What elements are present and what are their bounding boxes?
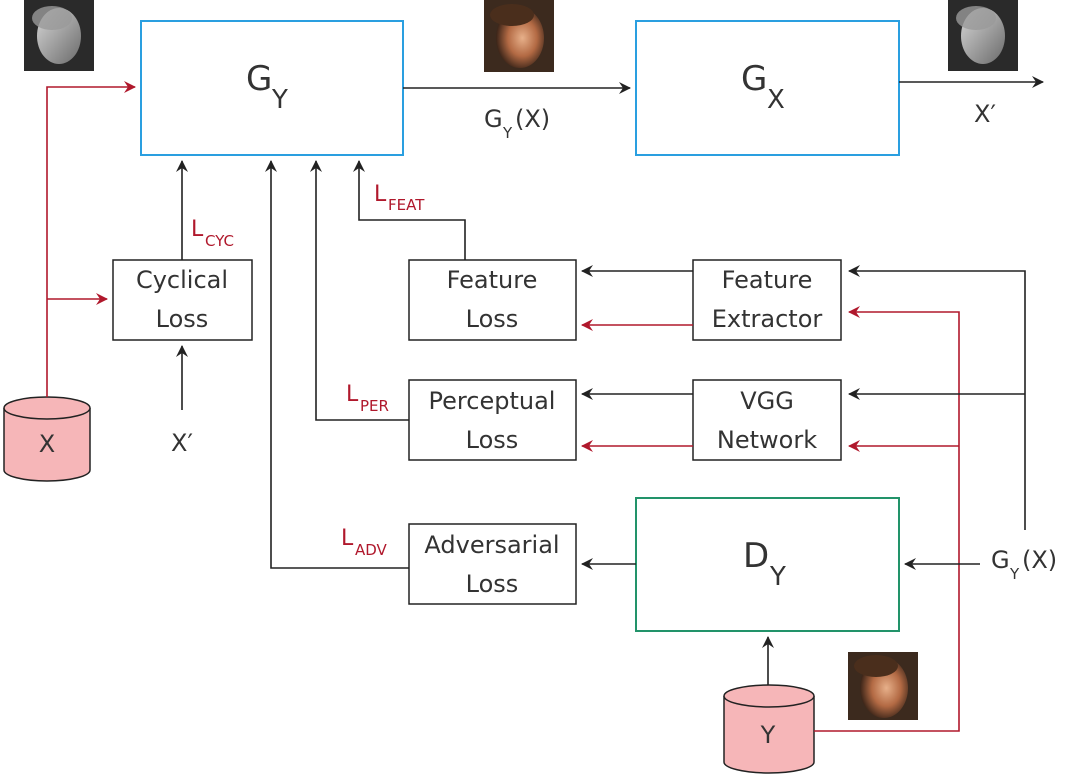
adversarial-loss-line2: Loss <box>466 570 519 598</box>
loss-feat-label: L FEAT <box>374 182 425 214</box>
loss-adv-sub: ADV <box>355 541 388 559</box>
output-gy-thumbnail <box>484 0 554 72</box>
loss-per-label: L PER <box>346 382 389 415</box>
perceptual-loss-line1: Perceptual <box>429 387 556 415</box>
loss-cyc-sub: CYC <box>205 232 234 250</box>
gy-input-sub: Y <box>1009 565 1020 583</box>
generator-gx-label: G <box>741 59 767 99</box>
generator-gy-box: G Y <box>140 20 404 156</box>
gy-input-paren: (X) <box>1022 546 1057 574</box>
vgg-network-line1: VGG <box>740 387 794 415</box>
red-flow-y <box>581 306 960 732</box>
generator-gx-box: G X <box>635 20 900 156</box>
adversarial-loss-to-gy-arrow <box>265 160 409 569</box>
gy-output-g: G <box>484 105 503 133</box>
generator-gy-label: G <box>246 59 272 99</box>
cyclical-loss-box: Cyclical Loss <box>112 259 253 341</box>
gy-input-g: G <box>991 546 1010 574</box>
cyclical-loss-line2: Loss <box>156 305 209 333</box>
x-prime-bottom-label: X′ <box>171 429 193 457</box>
gy-output-sub: Y <box>502 124 513 142</box>
sample-y-thumbnail <box>848 652 918 720</box>
dark-flow <box>176 76 1044 685</box>
generator-gy-subscript: Y <box>271 85 288 115</box>
red-flow-x <box>46 81 136 397</box>
loss-feat-sub: FEAT <box>388 196 425 214</box>
gy-input-label: G Y (X) <box>991 546 1057 583</box>
x-to-gy-arrow <box>46 81 136 397</box>
feature-loss-box: Feature Loss <box>408 259 577 341</box>
dataset-x-label: X <box>39 430 55 458</box>
perceptual-loss-to-gy-arrow <box>310 160 409 421</box>
y-to-feature-extractor-arrow <box>814 306 960 732</box>
feature-loss-to-gy-arrow <box>353 160 466 260</box>
generator-gx-subscript: X <box>767 85 785 115</box>
feature-extractor-box: Feature Extractor <box>692 259 842 341</box>
cyclical-loss-line1: Cyclical <box>136 266 228 294</box>
dataset-y-cylinder: Y <box>723 684 815 774</box>
x-prime-top-label: X′ <box>974 100 996 128</box>
dataset-x-cylinder: X <box>3 396 91 482</box>
output-x-prime-thumbnail <box>948 0 1018 71</box>
adversarial-loss-box: Adversarial Loss <box>408 523 577 605</box>
gyx-to-feature-extractor-arrow <box>848 265 1026 530</box>
vgg-network-line2: Network <box>717 426 817 454</box>
gy-output-paren: (X) <box>515 105 550 133</box>
loss-feat-main: L <box>374 182 387 207</box>
loss-adv-main: L <box>341 526 354 551</box>
loss-adv-label: L ADV <box>341 526 388 559</box>
discriminator-dy-label: D <box>743 536 769 576</box>
input-x-thumbnail <box>24 0 94 71</box>
feature-extractor-line2: Extractor <box>712 305 823 333</box>
loss-per-main: L <box>346 382 359 407</box>
discriminator-dy-subscript: Y <box>769 562 786 592</box>
discriminator-dy-box: D Y <box>635 497 900 632</box>
feature-extractor-line1: Feature <box>722 266 813 294</box>
loss-per-sub: PER <box>360 397 389 415</box>
perceptual-loss-box: Perceptual Loss <box>408 379 577 461</box>
gy-output-label: G Y (X) <box>484 105 550 142</box>
dataset-y-label: Y <box>760 721 776 749</box>
adversarial-loss-line1: Adversarial <box>424 531 559 559</box>
feature-loss-line1: Feature <box>447 266 538 294</box>
vgg-network-box: VGG Network <box>692 379 842 461</box>
feature-loss-line2: Loss <box>466 305 519 333</box>
perceptual-loss-line2: Loss <box>466 426 519 454</box>
loss-cyc-main: L <box>191 217 204 242</box>
loss-cyc-label: L CYC <box>191 217 234 250</box>
